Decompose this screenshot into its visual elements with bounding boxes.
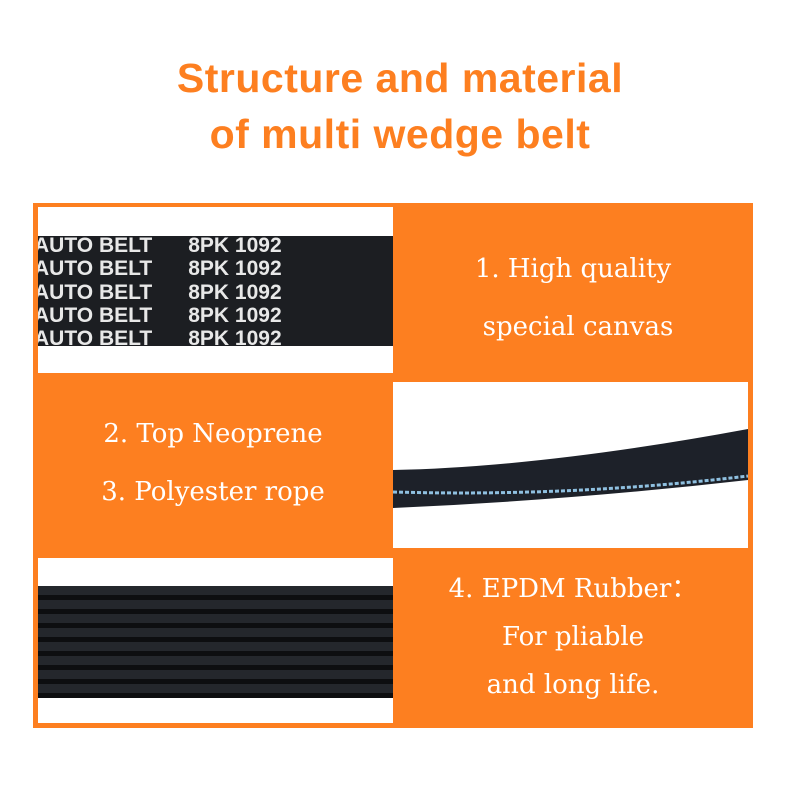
title-line-1: Structure and material bbox=[176, 55, 624, 101]
belt-brand-text: AUTO BELT bbox=[38, 281, 153, 304]
belt-ribs bbox=[38, 586, 393, 698]
feature-3-line: 3. Polyester rope bbox=[101, 477, 325, 507]
feature-4-line-3: and long life. bbox=[486, 670, 660, 700]
feature-1-line-2: special canvas bbox=[482, 312, 674, 342]
belt-top-print-photo: AUTO BELT 8PK 1092 AUTO BELT 8PK 1092 AUTO… bbox=[38, 207, 393, 373]
belt-code-text: 8PK 1092 bbox=[188, 304, 282, 327]
title-line-2: of multi wedge belt bbox=[209, 111, 591, 157]
belt-side-profile-photo bbox=[393, 382, 748, 548]
belt-brand-text: AUTO BELT bbox=[38, 234, 153, 257]
belt-brand-text: AUTO BELT bbox=[38, 327, 153, 350]
belt-code-text: 8PK 1092 bbox=[188, 257, 282, 280]
belt-brand-text: AUTO BELT bbox=[38, 257, 153, 280]
belt-code-text: 8PK 1092 bbox=[188, 327, 282, 350]
belt-brand-text: AUTO BELT bbox=[38, 304, 153, 327]
feature-2-line: 2. Top Neoprene bbox=[103, 419, 323, 449]
feature-4-line-1: 4. EPDM Rubber： bbox=[448, 574, 698, 604]
feature-4-line-2: For pliable bbox=[501, 622, 645, 652]
belt-print-surface: AUTO BELT 8PK 1092 AUTO BELT 8PK 1092 AUTO… bbox=[38, 234, 393, 350]
feature-epdm-text: 4. EPDM Rubber： For pliable and long lif… bbox=[393, 560, 753, 704]
belt-ribbed-underside-photo bbox=[38, 558, 393, 723]
belt-code-text: 8PK 1092 bbox=[188, 234, 282, 257]
page-title: Structure and material of multi wedge be… bbox=[0, 50, 800, 162]
feature-canvas-text: 1. High quality special canvas bbox=[393, 240, 753, 356]
belt-code-text: 8PK 1092 bbox=[188, 281, 282, 304]
feature-1-line-1: 1. High quality bbox=[474, 254, 672, 284]
feature-neoprene-polyester-text: 2. Top Neoprene 3. Polyester rope bbox=[33, 405, 393, 521]
belt-side-illustration bbox=[393, 429, 748, 508]
